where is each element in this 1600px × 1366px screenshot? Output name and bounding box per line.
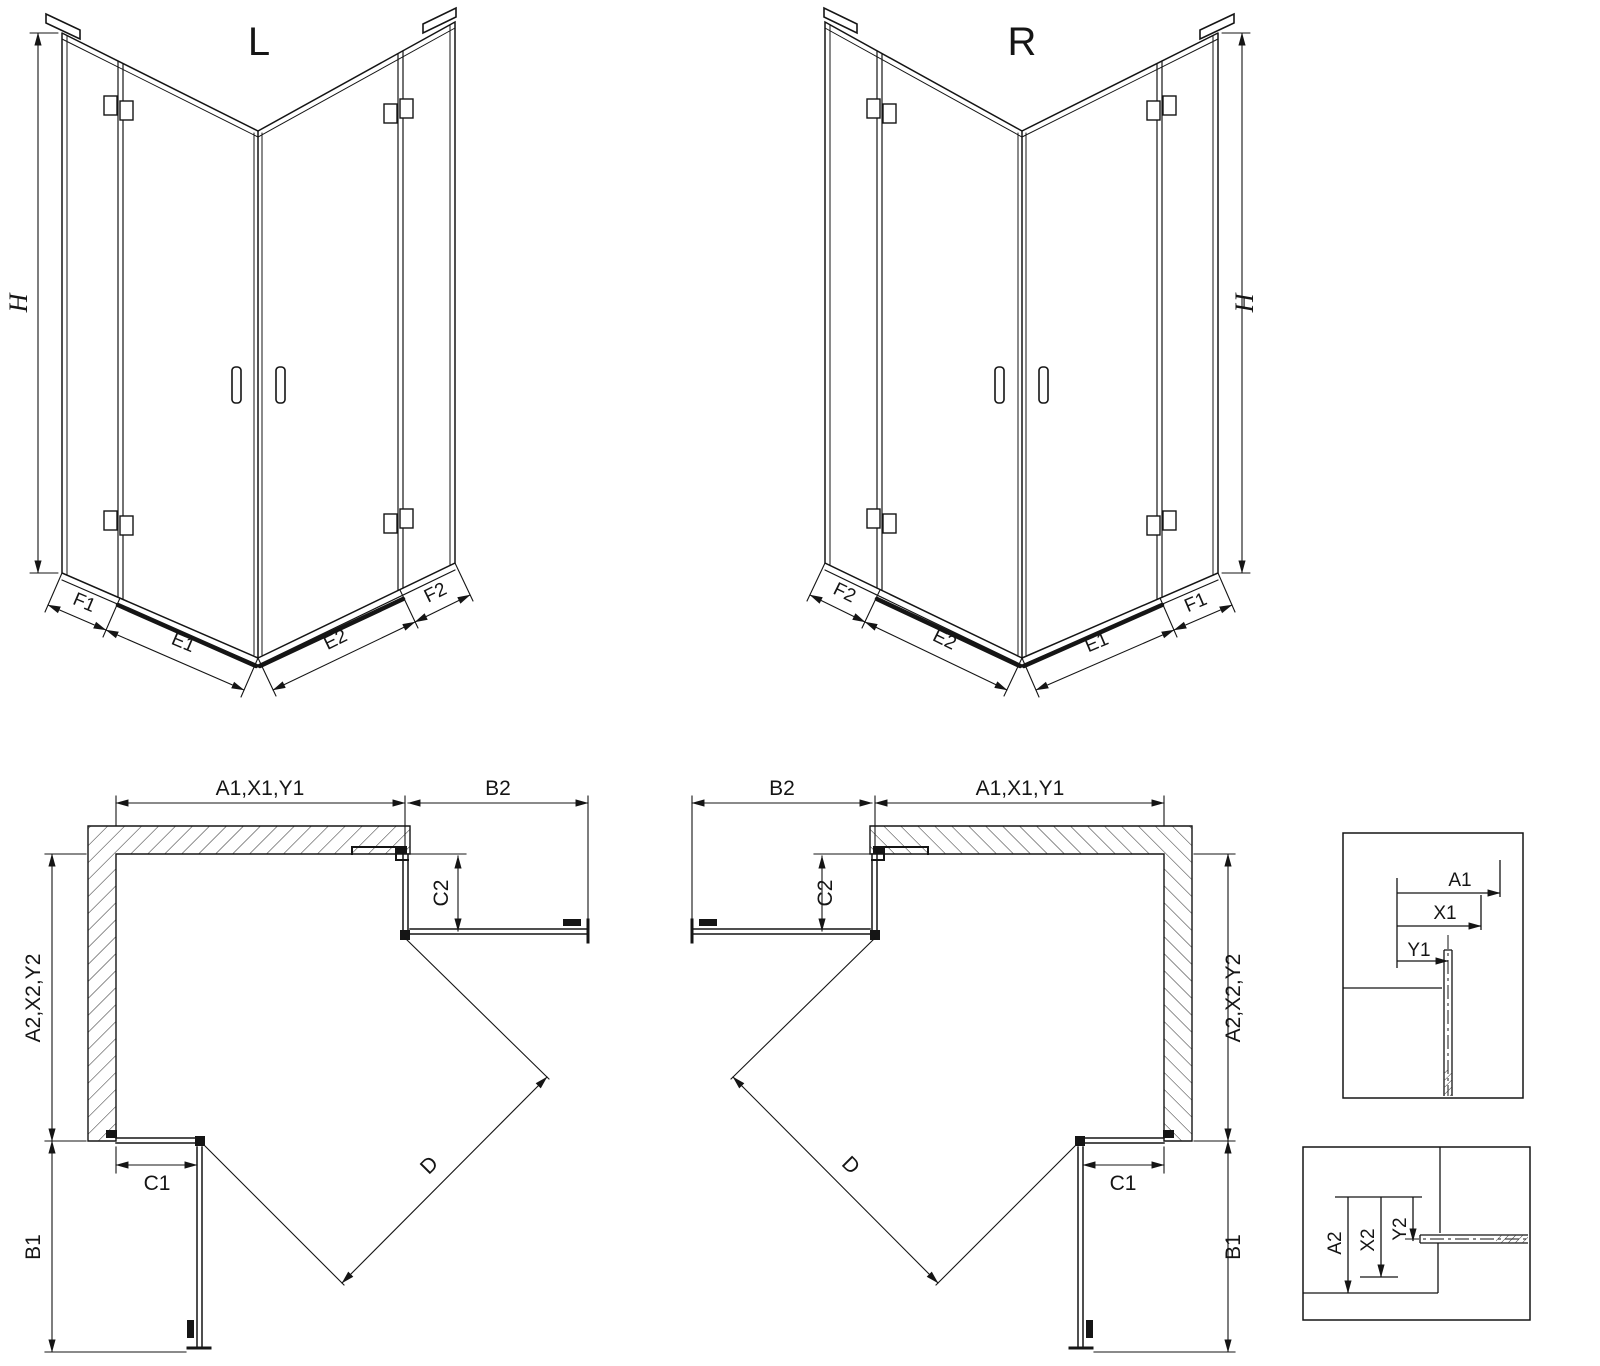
dim-label-a1xy-plan-left: A1,X1,Y1 — [216, 777, 305, 800]
dim-label-c1-plan-right: C1 — [1110, 1172, 1137, 1195]
dim-label-h-left: H — [4, 292, 33, 313]
dim-label-b2-plan-right: B2 — [769, 777, 795, 800]
dim-label-a2xy-plan-right: A2,X2,Y2 — [1222, 954, 1245, 1043]
dim-label-a1-detail: A1 — [1448, 870, 1471, 891]
iso-view-left-geometry — [29, 6, 474, 698]
detail-view-bottom — [1302, 1146, 1531, 1321]
dim-label-h-right: H — [1230, 292, 1259, 313]
variant-label-right: R — [1008, 20, 1037, 64]
dim-label-a1xy-plan-right: A1,X1,Y1 — [976, 777, 1065, 800]
dim-label-a2-detail: A2 — [1325, 1231, 1346, 1254]
dim-label-y1-detail: Y1 — [1407, 940, 1430, 961]
variant-label-left: L — [248, 20, 270, 64]
dim-label-b1-plan-left: B1 — [22, 1234, 45, 1260]
dim-label-b1-plan-right: B1 — [1222, 1234, 1245, 1260]
dim-label-b2-plan-left: B2 — [485, 777, 511, 800]
hinge-icons — [103, 95, 414, 536]
plan-view-left-geometry — [44, 795, 590, 1353]
dim-label-a2xy-plan-left: A2,X2,Y2 — [22, 954, 45, 1043]
dim-label-c1-plan-left: C1 — [144, 1172, 171, 1195]
handle-icons — [231, 366, 286, 404]
detail-view-top — [1342, 832, 1524, 1099]
dim-label-y2-detail: Y2 — [1390, 1217, 1411, 1240]
dim-label-c2-plan-left: C2 — [430, 880, 453, 907]
dim-label-x2-detail: X2 — [1358, 1228, 1379, 1251]
dim-label-c2-plan-right: C2 — [814, 880, 837, 907]
dim-label-x1-detail: X1 — [1433, 903, 1456, 924]
